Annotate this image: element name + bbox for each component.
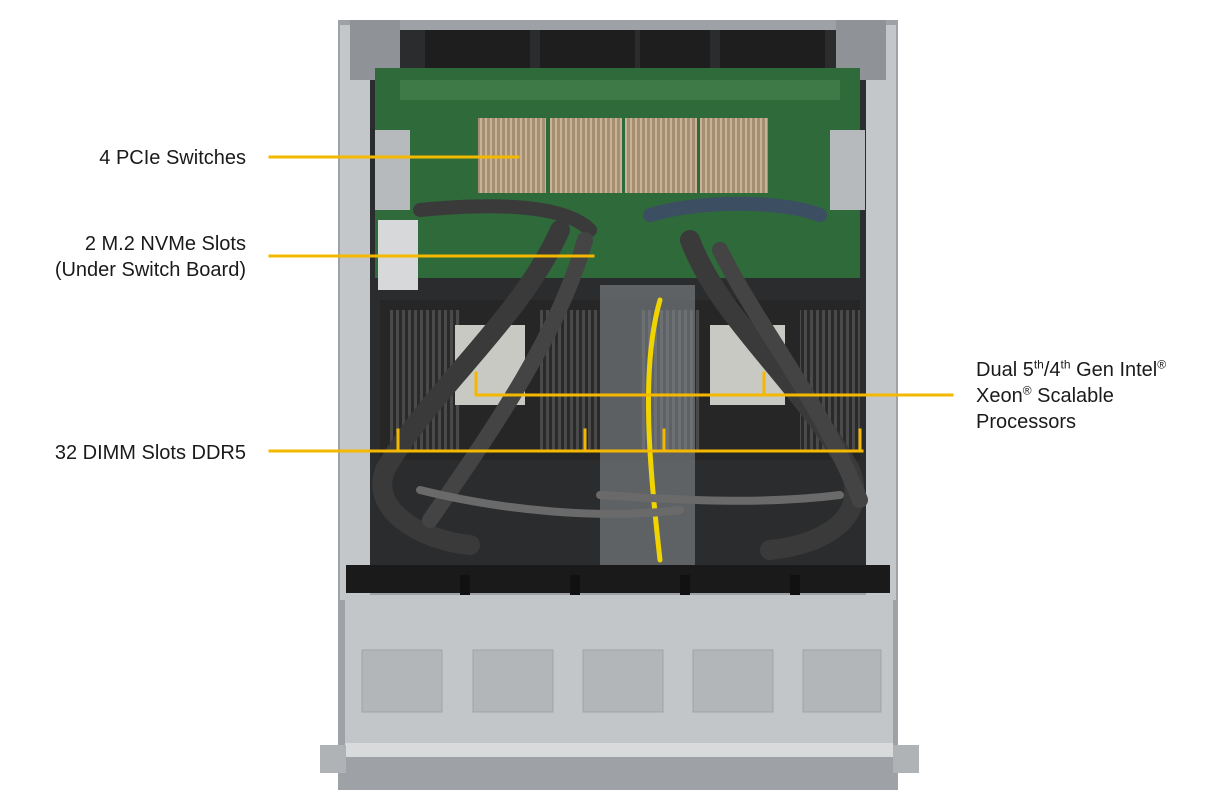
drive-bay-4	[692, 649, 774, 713]
pcie-switch-heatsinks	[478, 118, 768, 193]
rear-connectors	[425, 30, 825, 68]
fan-bay-strip	[346, 565, 890, 595]
heatsink-4	[700, 118, 768, 193]
callout-lines	[268, 155, 954, 453]
drive-cage	[320, 595, 919, 773]
callout-label-nvme: 2 M.2 NVMe Slots (Under Switch Board)	[54, 233, 246, 281]
heatsink-2	[550, 118, 622, 193]
drive-bay-2	[472, 649, 554, 713]
heatsink-3	[625, 118, 697, 193]
drive-bay-1	[361, 649, 443, 713]
callout-label-dimm: 32 DIMM Slots DDR5	[54, 442, 246, 464]
drive-bay-3	[582, 649, 664, 713]
callout-label-cpu: Dual 5th/4th Gen Intel® Xeon® Scalable P…	[976, 357, 1167, 433]
side-modules	[375, 130, 865, 290]
callout-label-pcie: 4 PCIe Switches	[99, 147, 246, 169]
drive-bay-5	[802, 649, 882, 713]
